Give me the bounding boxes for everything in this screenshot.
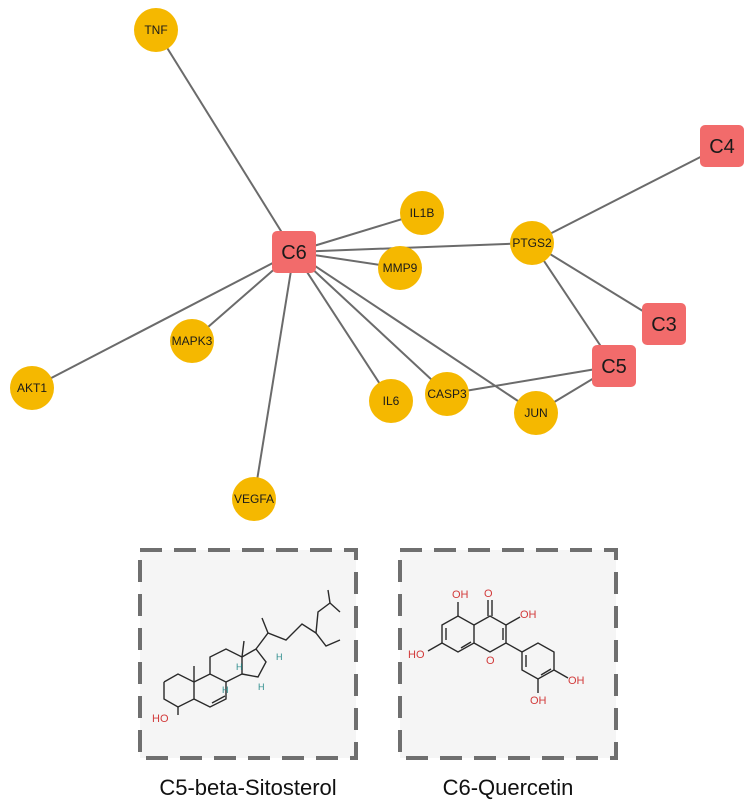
edge-c6-ptgs2 bbox=[293, 242, 533, 253]
compound-node-label: C6 bbox=[281, 242, 307, 264]
quercetin-oh-label-4: OH bbox=[530, 695, 547, 707]
target-node-label: MMP9 bbox=[383, 261, 418, 275]
sitosterol-h-label-2: H bbox=[236, 662, 243, 672]
target-node-label: IL1B bbox=[410, 206, 435, 220]
target-node-circle bbox=[514, 391, 558, 435]
compound-node-box bbox=[642, 303, 686, 345]
target-node-mmp9[interactable]: MMP9 bbox=[378, 246, 422, 290]
target-node-vegfa[interactable]: VEGFA bbox=[232, 477, 276, 521]
caption-quercetin: C6-Quercetin bbox=[443, 775, 574, 800]
target-node-label: VEGFA bbox=[234, 492, 274, 506]
sitosterol-h-label-4: H bbox=[276, 652, 283, 662]
target-node-circle bbox=[134, 8, 178, 52]
target-node-circle bbox=[400, 191, 444, 235]
edge-c6-casp3 bbox=[293, 251, 448, 395]
quercetin-oh-label-2: OH bbox=[520, 609, 537, 621]
target-node-label: PTGS2 bbox=[512, 236, 552, 250]
sitosterol-structure-drawing: HO H H H H bbox=[152, 589, 341, 725]
edge-c6-il6 bbox=[293, 251, 392, 402]
target-node-circle bbox=[425, 372, 469, 416]
quercetin-ho-label: HO bbox=[408, 649, 425, 661]
target-node-casp3[interactable]: CASP3 bbox=[425, 372, 469, 416]
target-node-label: CASP3 bbox=[427, 387, 467, 401]
target-node-mapk3[interactable]: MAPK3 bbox=[170, 319, 214, 363]
edge-c6-vegfa bbox=[253, 251, 295, 500]
edge-c6-tnf bbox=[155, 29, 295, 253]
structure-panel-quercetin: OH O OH O HO OH OH bbox=[398, 548, 618, 760]
compound-node-label: C5 bbox=[601, 356, 627, 378]
target-node-il6[interactable]: IL6 bbox=[369, 379, 413, 423]
quercetin-structure-drawing: OH O OH O HO OH OH bbox=[408, 588, 585, 707]
quercetin-oh-label-1: OH bbox=[452, 589, 469, 601]
target-node-circle bbox=[378, 246, 422, 290]
target-node-akt1[interactable]: AKT1 bbox=[10, 366, 54, 410]
target-node-label: MAPK3 bbox=[172, 334, 213, 348]
caption-sitosterol: C5-beta-Sitosterol bbox=[159, 775, 336, 800]
compound-node-box bbox=[272, 231, 316, 273]
target-node-label: IL6 bbox=[383, 394, 400, 408]
compound-node-c3[interactable]: C3 bbox=[642, 303, 686, 345]
target-node-circle bbox=[510, 221, 554, 265]
target-node-circle bbox=[170, 319, 214, 363]
quercetin-oh-label-3: OH bbox=[568, 675, 585, 687]
target-node-circle bbox=[232, 477, 276, 521]
network-edges bbox=[31, 29, 723, 500]
edge-c4-ptgs2 bbox=[531, 145, 723, 244]
compound-node-label: C3 bbox=[651, 314, 677, 336]
sitosterol-ho-label: HO bbox=[152, 713, 169, 725]
edge-c6-akt1 bbox=[31, 251, 295, 389]
target-node-ptgs2[interactable]: PTGS2 bbox=[510, 221, 554, 265]
edge-c5-casp3 bbox=[446, 365, 615, 395]
target-node-tnf[interactable]: TNF bbox=[134, 8, 178, 52]
target-node-label: JUN bbox=[524, 406, 547, 420]
compound-node-box bbox=[700, 125, 744, 167]
target-node-il1b[interactable]: IL1B bbox=[400, 191, 444, 235]
target-node-jun[interactable]: JUN bbox=[514, 391, 558, 435]
quercetin-carbonyl-o-label: O bbox=[484, 588, 493, 600]
compound-node-c4[interactable]: C4 bbox=[700, 125, 744, 167]
target-node-label: TNF bbox=[144, 23, 167, 37]
compound-node-c6[interactable]: C6 bbox=[272, 231, 316, 273]
structure-panel-sitosterol: HO H H H H bbox=[138, 548, 358, 760]
target-node-circle bbox=[369, 379, 413, 423]
compound-node-label: C4 bbox=[709, 136, 735, 158]
compound-node-box bbox=[592, 345, 636, 387]
target-node-circle bbox=[10, 366, 54, 410]
quercetin-ring-o-label: O bbox=[486, 655, 495, 667]
sitosterol-h-label-1: H bbox=[222, 685, 229, 695]
target-node-label: AKT1 bbox=[17, 381, 47, 395]
compound-node-c5[interactable]: C5 bbox=[592, 345, 636, 387]
sitosterol-h-label-3: H bbox=[258, 682, 265, 692]
